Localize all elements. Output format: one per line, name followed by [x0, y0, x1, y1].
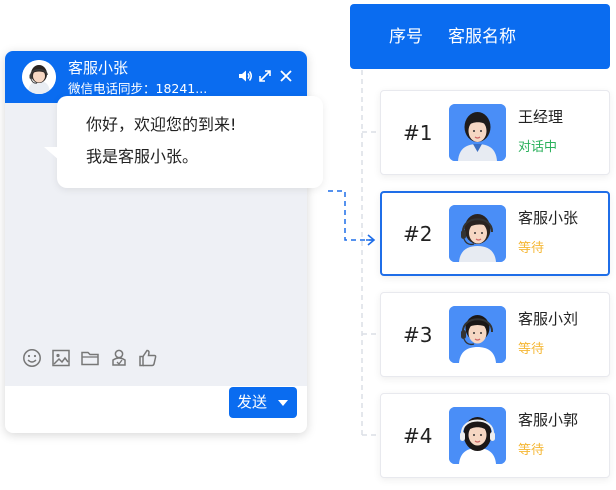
agent-avatar — [449, 306, 506, 363]
agent-card-2[interactable]: #2 客服小张 等待 — [380, 191, 610, 276]
emoji-icon[interactable] — [22, 348, 42, 368]
chat-header: 客服小张 微信电话同步：18241... — [5, 51, 307, 103]
agent-name: 客服小张 — [68, 59, 129, 77]
restore-icon[interactable] — [257, 68, 273, 84]
agent-status-badge: 等待 — [518, 241, 545, 256]
message-bubble: 你好，欢迎您的到来! 我是客服小张。 — [57, 96, 323, 188]
queue-header: 序号 客服名称 — [350, 4, 610, 69]
agent-avatar — [449, 205, 506, 262]
image-icon[interactable] — [51, 348, 71, 368]
send-label: 发送 — [237, 393, 268, 411]
close-icon[interactable] — [278, 68, 294, 84]
agent-avatar — [449, 104, 506, 161]
agent-avatar — [449, 407, 506, 464]
agent-card-1[interactable]: #1 王经理 对话中 — [380, 90, 610, 175]
agent-name: 王经理 — [518, 108, 564, 126]
column-agent-name: 客服名称 — [448, 27, 516, 47]
agent-status-badge: 等待 — [518, 342, 545, 357]
agent-name: 客服小郭 — [518, 411, 579, 429]
agent-phone: 微信电话同步：18241... — [68, 81, 208, 96]
folder-icon[interactable] — [80, 348, 100, 368]
column-number: 序号 — [389, 27, 423, 47]
agent-number: #4 — [403, 424, 433, 448]
agent-name: 客服小刘 — [518, 310, 579, 328]
thumbs-up-icon[interactable] — [138, 348, 158, 368]
agent-status-badge: 等待 — [518, 443, 545, 458]
speaker-icon[interactable] — [237, 68, 253, 84]
agent-number: #2 — [403, 222, 433, 246]
send-button[interactable]: 发送 — [229, 387, 297, 418]
agent-status-badge: 对话中 — [518, 140, 558, 155]
bubble-tail — [44, 147, 60, 161]
agent-number: #1 — [403, 121, 433, 145]
agent-number: #3 — [403, 323, 433, 347]
message-line: 你好，欢迎您的到来! — [86, 115, 237, 134]
message-line: 我是客服小张。 — [86, 147, 199, 166]
agent-name: 客服小张 — [518, 209, 579, 227]
agent-card-3[interactable]: #3 客服小刘 等待 — [380, 292, 610, 377]
agent-avatar — [22, 60, 56, 94]
agent-card-4[interactable]: #4 客服小郭 等待 — [380, 393, 610, 478]
rating-icon[interactable] — [109, 348, 129, 368]
caret-down-icon[interactable] — [278, 400, 288, 406]
